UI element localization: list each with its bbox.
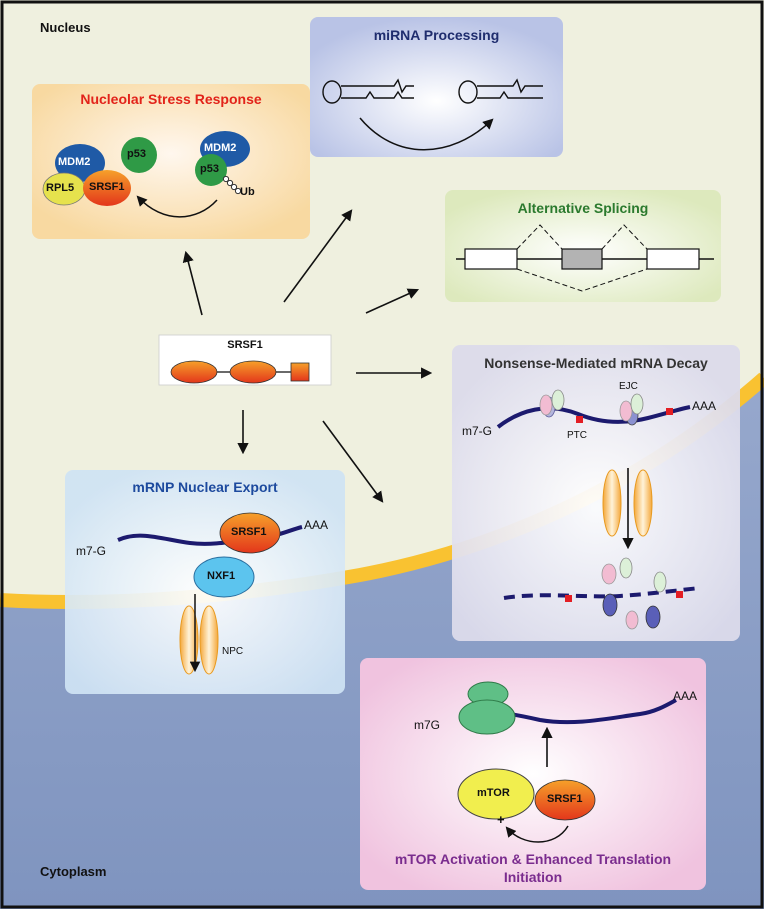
mdm2-label-left: MDM2 [58,156,91,168]
arrow-to-splicing [365,288,420,314]
mtor-protein [457,768,535,820]
alternative-exon [561,248,603,270]
srsf1-protein-export [219,512,281,554]
mirna-processing-arrow [359,117,494,151]
nmd-title: Nonsense-Mediated mRNA Decay [484,355,708,371]
mdm2-protein-left [55,144,105,182]
mtor-title-line1: mTOR Activation & Enhanced Translation [394,851,672,867]
p53-protein-bound [195,154,227,186]
mtor-title-line2: Initiation [503,869,563,885]
nmd-panel [452,345,740,641]
npc-label: NPC [222,646,244,657]
mtor-panel [360,658,706,890]
export-m7g-label: m7-G [76,544,106,558]
srsf1-domain-box [158,334,332,386]
srsf1-label-nucleolar: SRSF1 [89,181,125,193]
exon-3 [646,248,700,270]
rrm1-domain [170,360,218,384]
p53-label-bound: p53 [200,163,219,175]
degraded-mrna [503,586,701,600]
mirna-processing-panel [310,17,563,157]
alternative-splicing-panel [445,190,721,302]
npc-right [199,605,219,675]
arrow-to-mtor [322,420,384,503]
inclusion-splice-lines [516,224,648,250]
nxf1-label: NXF1 [207,570,236,582]
ptc-marker [576,416,583,423]
mrnp-export-panel [65,470,345,694]
nucleolar-stress-panel [32,84,310,239]
arrow-to-mirna [283,209,353,303]
arrow-to-nucleolar [182,250,203,316]
nucleolar-stress-title: Nucleolar Stress Response [80,91,262,107]
rrm2-domain [229,360,277,384]
srsf1-center-label: SRSF1 [227,339,263,351]
nmd-m7g-label: m7-G [462,424,492,438]
export-aaa-label: AAA [304,518,329,532]
mtor-m7g-label: m7G [414,718,441,732]
pri-mirna-hairpin [322,78,414,104]
alternative-splicing-title: Alternative Splicing [517,200,649,216]
ub-label: Ub [240,186,255,198]
srsf1-function-arrows [182,209,433,503]
mtor-aaa-label: AAA [673,689,698,703]
nmd-aaa-label: AAA [692,399,717,413]
pre-mirna-hairpin [458,78,543,104]
npc-left [179,605,199,675]
mrnp-export-title: mRNP Nuclear Export [132,479,278,495]
activation-arrow [505,825,569,843]
srsf1-label-export: SRSF1 [231,526,267,538]
p53-label-free: p53 [127,148,146,160]
skipping-splice-lines [516,268,648,292]
cytoplasm-label: Cytoplasm [40,864,107,879]
mdm2-label-right: MDM2 [204,142,237,154]
nucleus-label: Nucleus [40,20,91,35]
ejc-label: EJC [619,381,638,392]
ribosome-large [458,699,516,735]
srsf1-protein-mtor [534,779,596,821]
activation-plus-sign: + [497,812,505,827]
nucleolar-cycle-arrow [136,195,218,218]
export-mrna [117,525,303,546]
srsf1-label-mtor: SRSF1 [547,793,583,805]
rs-domain [290,362,310,382]
mirna-processing-title: miRNA Processing [373,27,500,43]
mtor-label: mTOR [477,787,510,799]
nmd-nuclear-pore [602,469,653,537]
p53-protein-free [121,137,157,173]
ptc-label: PTC [567,430,587,441]
srsf1-protein-nucleolar [83,170,131,206]
ubiquitin-chain [222,175,242,195]
rpl5-label: RPL5 [46,182,75,194]
nxf1-protein [193,556,255,598]
exon-1 [464,248,518,270]
